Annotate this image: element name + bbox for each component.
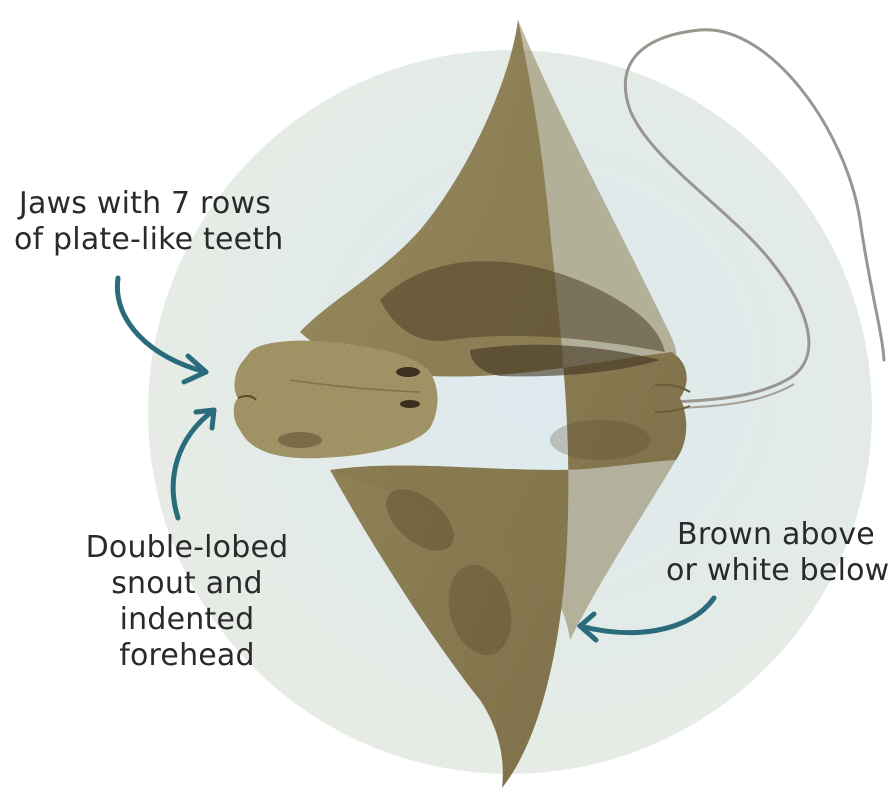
label-snout-line-4: forehead [82,638,292,674]
label-jaws-line-1: Jaws with 7 rows [14,186,276,222]
label-coloration: Brown above or white below [666,517,886,589]
label-coloration-line-2: or white below [666,553,886,589]
label-jaws-line-2: of plate-like teeth [14,222,276,258]
ray-eye-top [396,367,420,377]
label-snout-line-1: Double-lobed [82,530,292,566]
label-coloration-line-1: Brown above [666,517,886,553]
label-snout-line-3: indented [82,602,292,638]
label-snout-line-2: snout and [82,566,292,602]
ray-eye-bottom [400,400,420,408]
label-jaws: Jaws with 7 rows of plate-like teeth [14,186,276,258]
label-snout: Double-lobed snout and indented forehead [82,530,292,674]
